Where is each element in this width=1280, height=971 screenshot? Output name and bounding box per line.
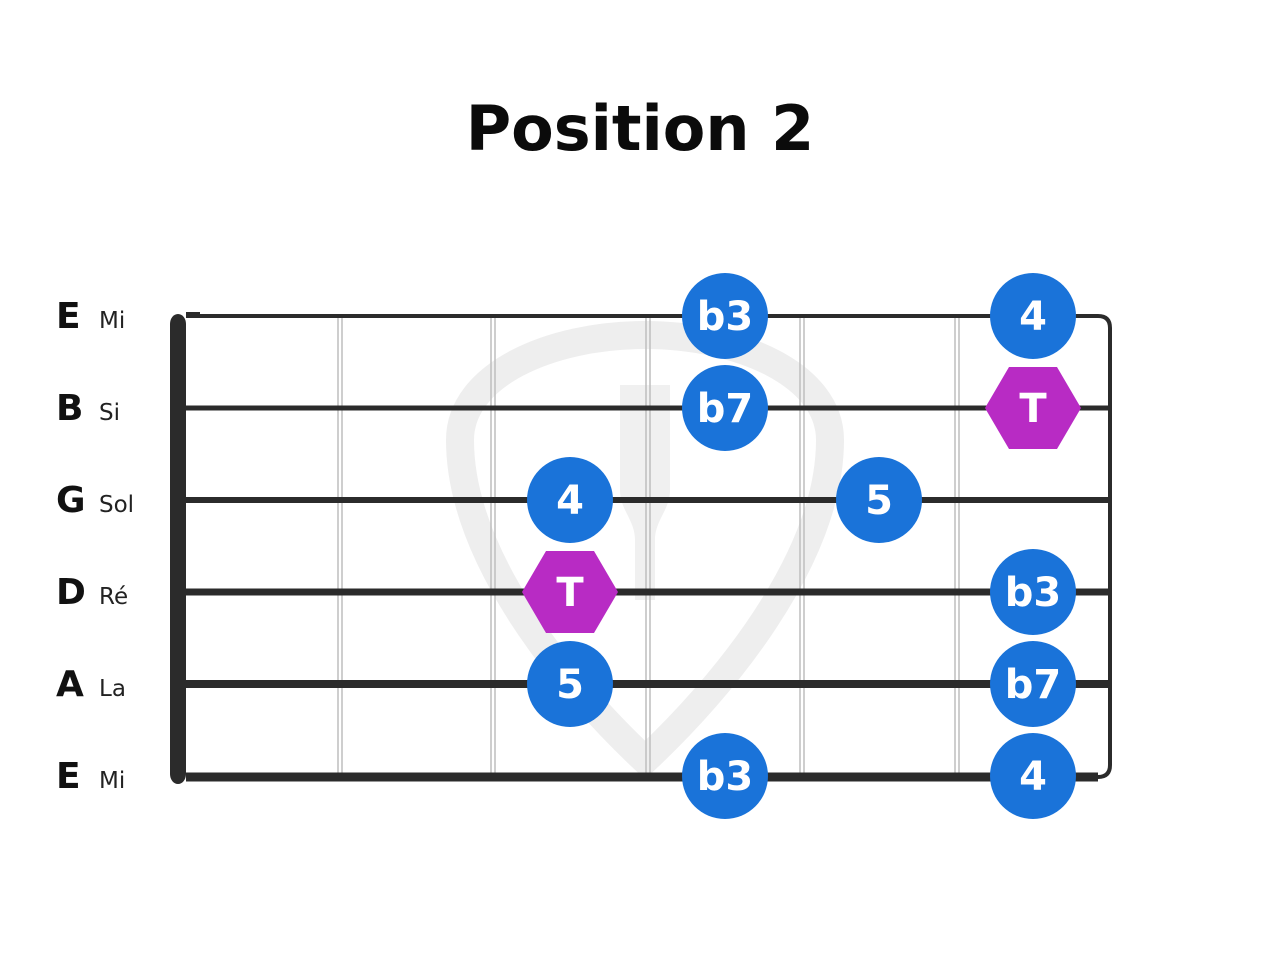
note-label: 4 xyxy=(1019,294,1047,340)
fret-1 xyxy=(337,316,343,776)
scale-note-marker: 5 xyxy=(836,457,922,543)
string-name-1: Mi xyxy=(99,308,125,334)
root-note-hexagon-icon xyxy=(522,551,618,633)
note-label: 5 xyxy=(865,478,893,524)
note-label: 4 xyxy=(556,478,584,524)
nut xyxy=(170,314,186,784)
string-letter-1: E xyxy=(56,296,81,337)
fret-4 xyxy=(799,316,805,776)
note-label: b7 xyxy=(1005,662,1061,708)
string-name-2: Si xyxy=(99,400,120,426)
note-label: b3 xyxy=(697,294,753,340)
frets-group xyxy=(337,316,960,776)
string-letter-6: E xyxy=(56,756,81,797)
note-label: 5 xyxy=(556,662,584,708)
string-name-3: Sol xyxy=(99,492,134,518)
string-name-4: Ré xyxy=(99,584,128,610)
strings-group xyxy=(186,314,1110,782)
note-label: b3 xyxy=(1005,570,1061,616)
scale-note-marker: b7 xyxy=(990,641,1076,727)
root-note-marker: T xyxy=(522,551,618,633)
root-note-marker: T xyxy=(985,367,1081,449)
fret-3 xyxy=(645,316,651,776)
note-label: 4 xyxy=(1019,754,1047,800)
string-letter-2: B xyxy=(56,388,83,429)
string-name-6: Mi xyxy=(99,768,125,794)
scale-note-marker: b3 xyxy=(682,733,768,819)
scale-degree-circle-icon xyxy=(682,273,768,359)
scale-note-marker: b7 xyxy=(682,365,768,451)
string-letter-5: A xyxy=(56,664,84,705)
scale-degree-circle-icon xyxy=(990,733,1076,819)
scale-degree-circle-icon xyxy=(990,549,1076,635)
root-note-hexagon-icon xyxy=(985,367,1081,449)
scale-degree-circle-icon xyxy=(836,457,922,543)
scale-degree-circle-icon xyxy=(990,641,1076,727)
note-label: b3 xyxy=(697,754,753,800)
string-letter-3: G xyxy=(56,480,86,521)
diagram-title: Position 2 xyxy=(466,92,815,165)
note-label: T xyxy=(1019,386,1047,432)
guitar-pick-watermark-icon xyxy=(445,320,845,780)
note-label: T xyxy=(556,570,584,616)
scale-note-marker: b3 xyxy=(682,273,768,359)
fret-5 xyxy=(954,316,960,776)
scale-note-marker: 4 xyxy=(990,733,1076,819)
scale-degree-circle-icon xyxy=(682,365,768,451)
fret-2 xyxy=(490,316,496,776)
scale-degree-circle-icon xyxy=(527,641,613,727)
scale-degree-circle-icon xyxy=(682,733,768,819)
note-label: b7 xyxy=(697,386,753,432)
scale-note-marker: 4 xyxy=(527,457,613,543)
string-name-5: La xyxy=(99,676,126,702)
scale-note-marker: 4 xyxy=(990,273,1076,359)
scale-degree-circle-icon xyxy=(990,273,1076,359)
string-letter-4: D xyxy=(56,572,86,613)
scale-note-marker: b3 xyxy=(990,549,1076,635)
scale-degree-circle-icon xyxy=(527,457,613,543)
scale-note-marker: 5 xyxy=(527,641,613,727)
